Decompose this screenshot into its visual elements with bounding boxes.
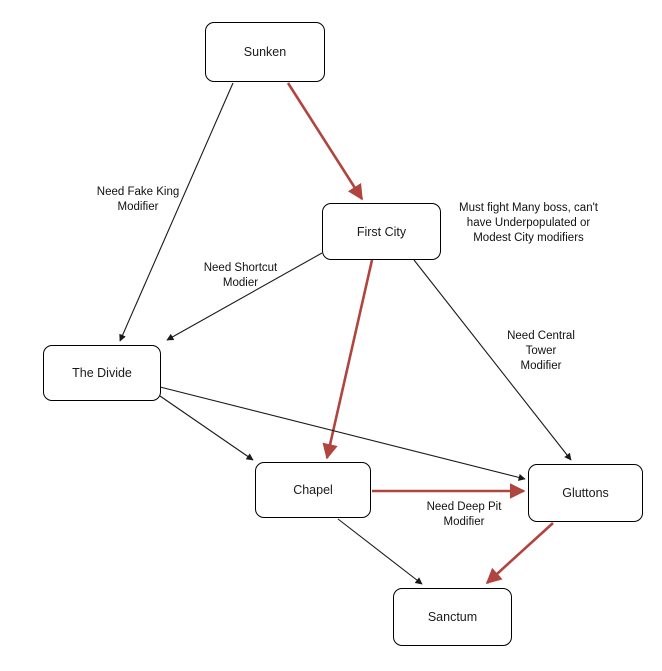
node-chapel[interactable]: Chapel (255, 462, 371, 518)
edge-gluttons-to-sanctum (485, 522, 554, 585)
node-sanctum[interactable]: Sanctum (393, 588, 512, 646)
edge-label-deep-pit: Need Deep Pit Modifier (426, 501, 502, 528)
edge-sunken-to-the-divide (119, 82, 234, 342)
edge-chapel-to-sanctum (337, 518, 423, 585)
edge-first-city-to-chapel (322, 259, 374, 460)
node-gluttons[interactable]: Gluttons (528, 464, 643, 522)
node-sunken[interactable]: Sunken (205, 22, 325, 82)
edge-the-divide-to-chapel (159, 395, 254, 461)
edge-label-many-boss: Must fight Many boss, can't have Underpo… (459, 202, 598, 244)
edge-sunken-to-first-city (286, 82, 364, 201)
edge-label-fake-king: Need Fake King Modifier (96, 186, 180, 213)
edge-first-city-to-the-divide (166, 252, 323, 341)
node-the-divide-label: The Divide (72, 366, 132, 380)
node-sanctum-label: Sanctum (427, 610, 478, 624)
edge-the-divide-to-gluttons (159, 386, 526, 481)
node-gluttons-label: Gluttons (562, 486, 609, 500)
node-chapel-label: Chapel (293, 483, 333, 497)
node-first-city[interactable]: First City (322, 203, 441, 260)
node-the-divide[interactable]: The Divide (43, 345, 161, 401)
edge-first-city-to-gluttons (413, 259, 572, 461)
edge-label-shortcut: Need Shortcut Modier (203, 262, 278, 289)
node-first-city-label: First City (356, 224, 407, 239)
node-sunken-label: Sunken (243, 45, 287, 59)
edge-label-central-tower: Need Central Tower Modifier (507, 330, 575, 372)
